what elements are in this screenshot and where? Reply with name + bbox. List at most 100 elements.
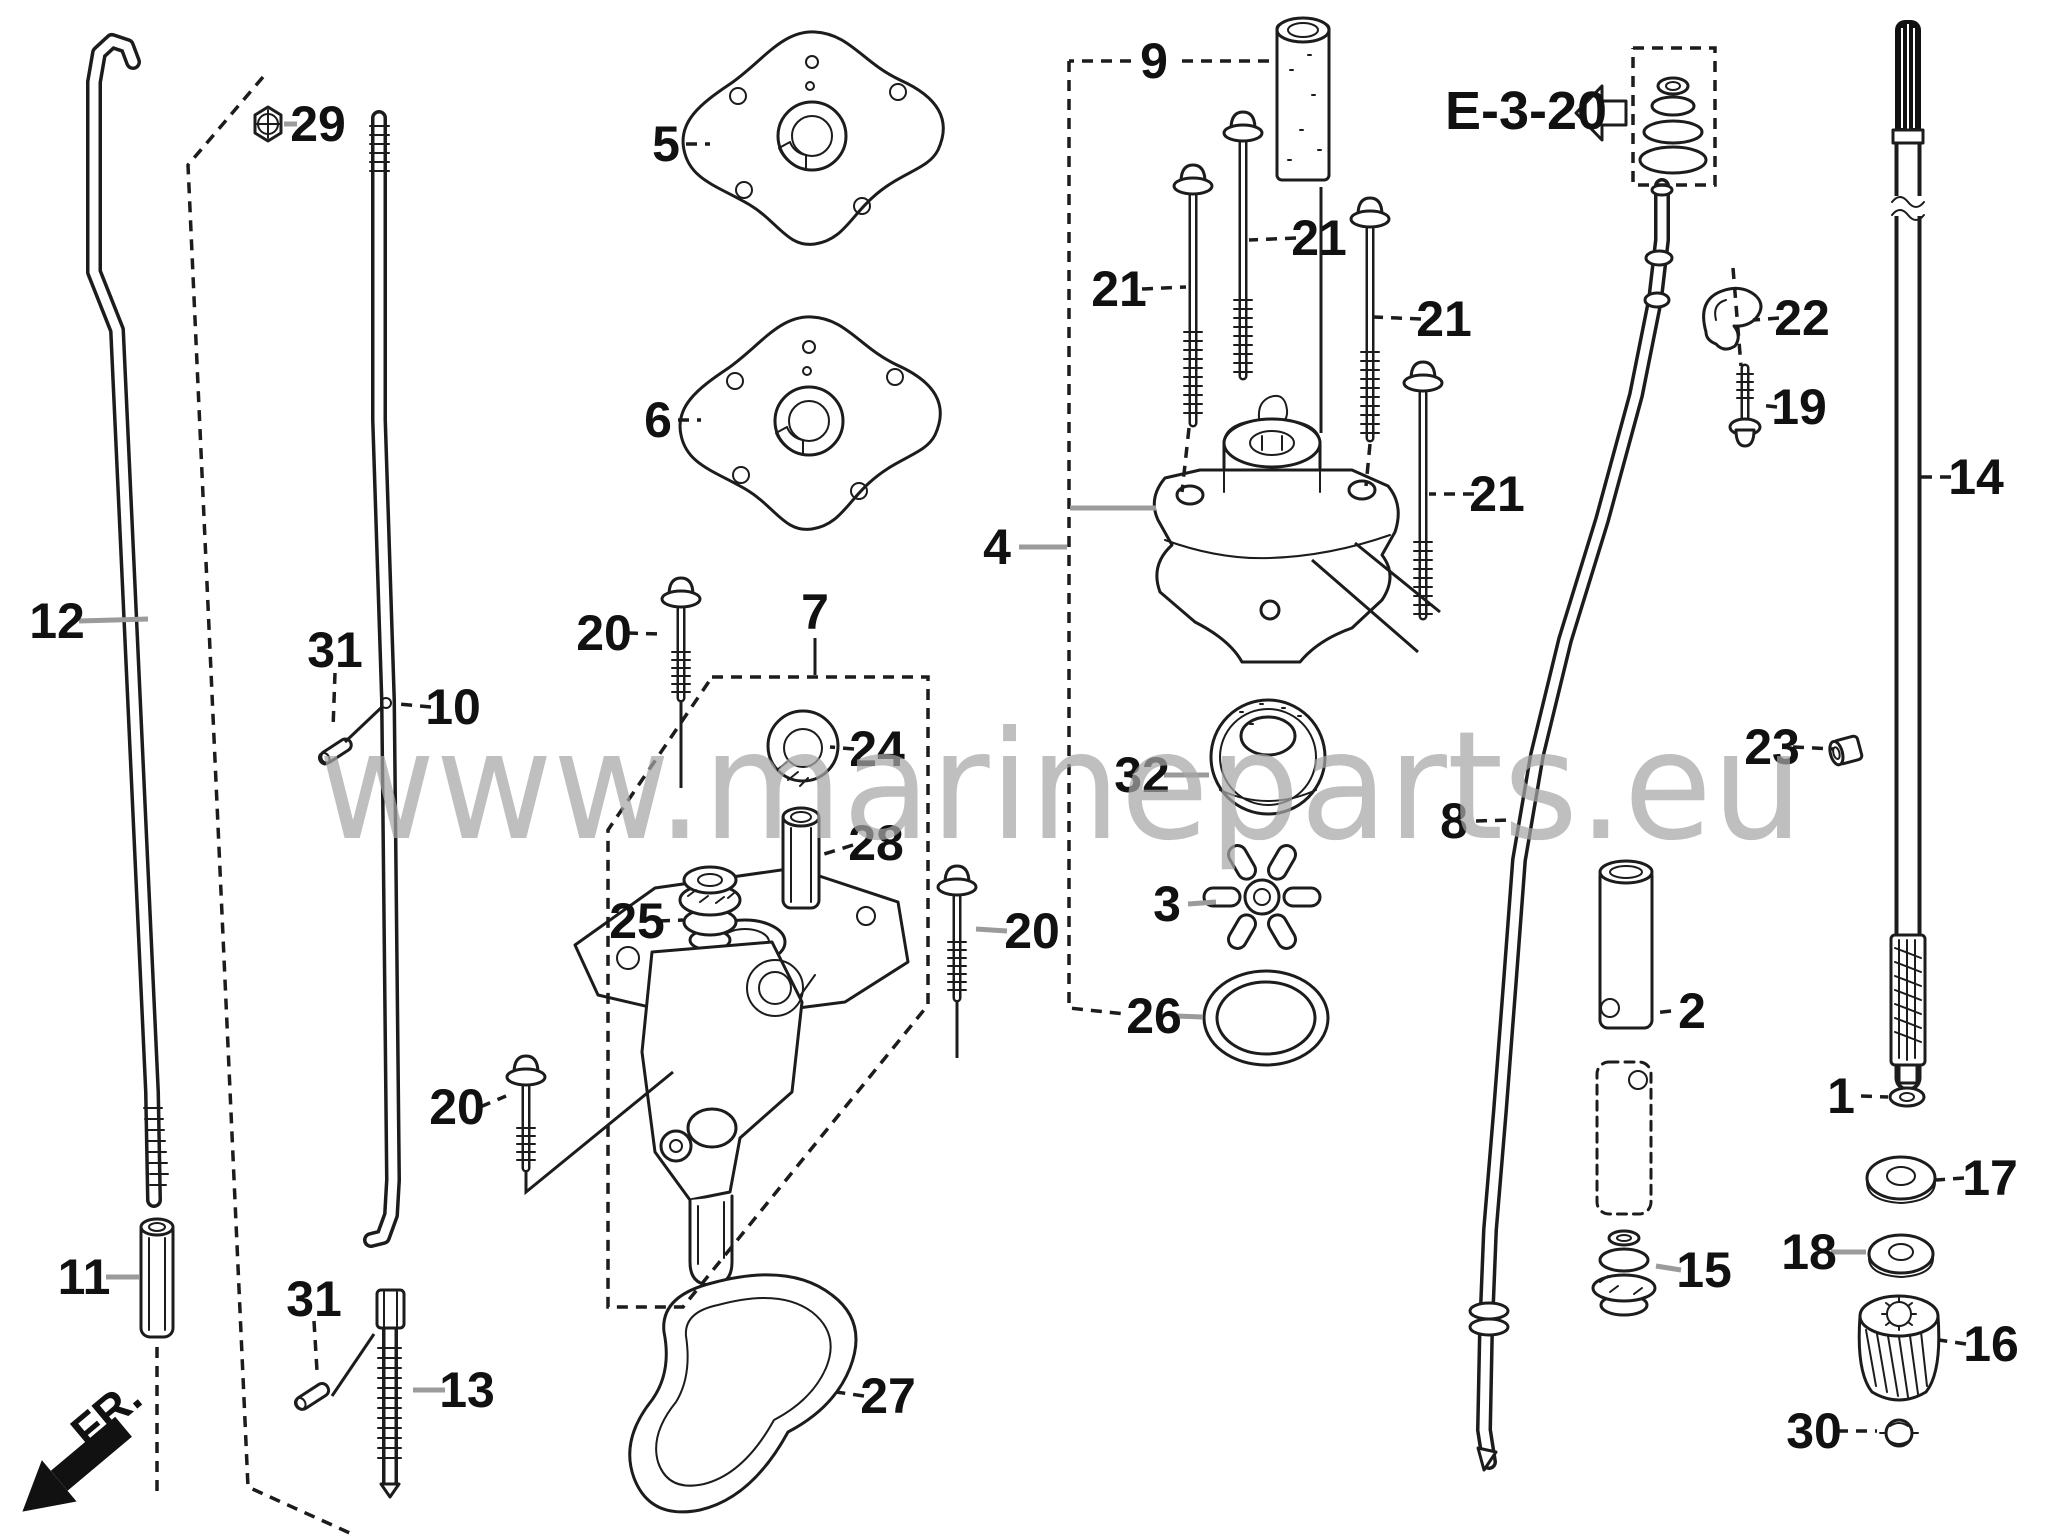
- fr-direction-arrow: FR.: [22, 1370, 151, 1512]
- pin-23: [1828, 734, 1864, 767]
- leader-line: [1187, 899, 1217, 907]
- lock-washer-30: [1879, 1418, 1919, 1448]
- stud-bolt-21-c: [1349, 196, 1391, 443]
- fr-label: FR.: [61, 1370, 151, 1457]
- construction-line: [1364, 443, 1372, 487]
- part-number-label: 21: [1416, 291, 1472, 347]
- leader-line: [1792, 745, 1835, 751]
- washer-17: [1865, 1155, 1937, 1204]
- part-number-label: 25: [609, 893, 665, 949]
- part-number-label: 31: [286, 1271, 342, 1327]
- part-number-label: 12: [29, 593, 85, 649]
- washer-1: [1888, 1086, 1926, 1108]
- bolt-20-bottom: [505, 1054, 547, 1173]
- pump-liner-cup-32: [1209, 698, 1327, 816]
- leader-line: [1860, 1094, 1889, 1099]
- leader-line: [1938, 1338, 1967, 1346]
- part-number-label: 21: [1291, 210, 1347, 266]
- part-number-label: 28: [848, 815, 904, 871]
- leader-line: [829, 745, 855, 751]
- tube-2: [1595, 859, 1654, 1216]
- washer-18: [1867, 1233, 1935, 1278]
- leader-line: [1175, 1013, 1204, 1020]
- leader-line: [78, 616, 149, 624]
- leader-line: [1758, 403, 1778, 409]
- part-number-label: 27: [860, 1368, 916, 1424]
- watermark-text: www.marineparts.eu: [318, 700, 1803, 874]
- leader-line: [1475, 818, 1511, 823]
- leader-line: [835, 1390, 865, 1398]
- part-number-label: 1: [1827, 1068, 1855, 1124]
- part-number-label: 22: [1774, 290, 1830, 346]
- bolt-19: [1728, 363, 1762, 448]
- part-number-label: 20: [576, 605, 632, 661]
- water-pump-housing-4: [1152, 394, 1400, 664]
- part-number-label: 2: [1678, 983, 1706, 1039]
- leader-line: [1653, 1009, 1672, 1015]
- pin-31-lower: [293, 1381, 331, 1411]
- pin-31-upper: [317, 737, 353, 766]
- e320-arrow-icon: [1574, 84, 1628, 142]
- part-number-label: 6: [644, 392, 672, 448]
- part-number-label: 10: [425, 679, 481, 735]
- grommet-15: [1591, 1229, 1657, 1317]
- stud-bolt-21-b: [1222, 110, 1264, 381]
- part-number-label: 21: [1091, 261, 1147, 317]
- part-number-label: 31: [307, 622, 363, 678]
- pinion-gear-16: [1857, 1294, 1941, 1402]
- part-number-label: 4: [983, 519, 1011, 575]
- construction-line: [524, 1070, 674, 1196]
- part-number-label: 19: [1771, 379, 1827, 435]
- bolt-20-top: [660, 576, 702, 703]
- stud-bolt-21-d: [1402, 360, 1444, 621]
- construction-line: [1311, 558, 1419, 654]
- construction-line: [1354, 541, 1441, 614]
- construction-line: [330, 1333, 376, 1397]
- construction-line: [1180, 427, 1191, 493]
- vertical-shift-rod-8: [1468, 178, 1674, 1472]
- seal-25: [678, 865, 742, 952]
- leader-line: [479, 1094, 507, 1109]
- shift-rod-12: [86, 33, 169, 1208]
- leader-line: [626, 631, 661, 636]
- part-number-label: 8: [1440, 793, 1468, 849]
- part-number-label: 16: [1963, 1316, 2019, 1372]
- part-number-label: 20: [429, 1079, 485, 1135]
- part-number-label: 5: [652, 116, 680, 172]
- leader-line: [820, 843, 854, 857]
- bushing-24: [766, 709, 840, 787]
- part-number-label: 18: [1781, 1224, 1837, 1280]
- leader-line: [1752, 316, 1780, 322]
- part-number-label: 14: [1948, 449, 2004, 505]
- leader-line: [398, 702, 432, 709]
- leader-line: [658, 918, 684, 923]
- tube-9: [1275, 16, 1331, 182]
- construction-line: [1731, 267, 1743, 367]
- part-number-label: 21: [1469, 466, 1525, 522]
- bolt-20-right: [936, 864, 978, 1003]
- construction-line: [1631, 46, 1717, 187]
- leader-line: [1655, 1263, 1682, 1273]
- rod-13: [375, 1288, 406, 1499]
- part-number-label: 24: [849, 721, 905, 777]
- o-ring-26: [1202, 969, 1330, 1067]
- construction-line: [343, 704, 385, 744]
- gasket-27: [628, 1273, 858, 1514]
- part-number-label: 3: [1153, 876, 1181, 932]
- part-number-label: 30: [1786, 1403, 1842, 1459]
- pump-gasket-5: [681, 30, 945, 246]
- reference-code: E-3-20: [1445, 81, 1607, 141]
- impeller-3: [1202, 844, 1322, 950]
- construction-line: [186, 75, 353, 1536]
- drive-shaft-14: [1889, 20, 1927, 1092]
- leader-line: [1935, 1176, 1965, 1182]
- construction-line: [606, 675, 930, 1309]
- part-number-label: 9: [1140, 33, 1168, 89]
- part-number-label: 17: [1962, 1150, 2018, 1206]
- leader-line: [975, 926, 1008, 934]
- leader-line: [312, 1320, 319, 1372]
- part-number-label: 26: [1126, 988, 1182, 1044]
- stud-bolt-21-a: [1172, 163, 1214, 428]
